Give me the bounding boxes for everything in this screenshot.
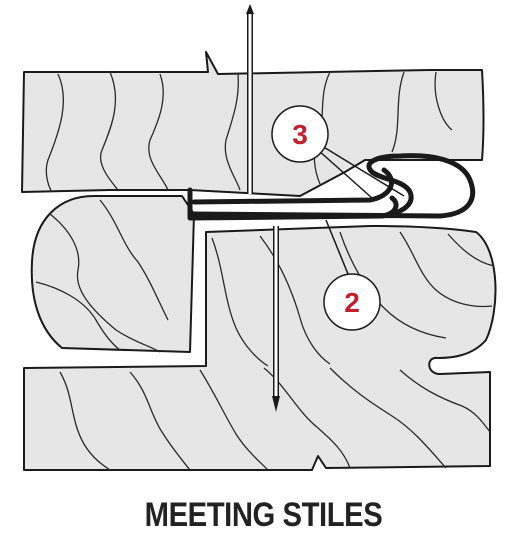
diagram-caption: MEETING STILES [144, 496, 383, 534]
leader-lines [317, 145, 405, 275]
v-strip-weatherstrip-icon [187, 153, 476, 221]
callout-2: 2 [323, 273, 381, 331]
callout-2-label: 2 [344, 287, 360, 318]
right-stile-profile [23, 225, 497, 471]
wood-grain [35, 71, 495, 471]
left-tongue [30, 195, 195, 353]
nail-icon [246, 4, 280, 412]
callout-3-label: 3 [292, 119, 308, 150]
callout-3: 3 [271, 105, 329, 163]
meeting-stiles-diagram: 3 2 [21, 4, 497, 471]
